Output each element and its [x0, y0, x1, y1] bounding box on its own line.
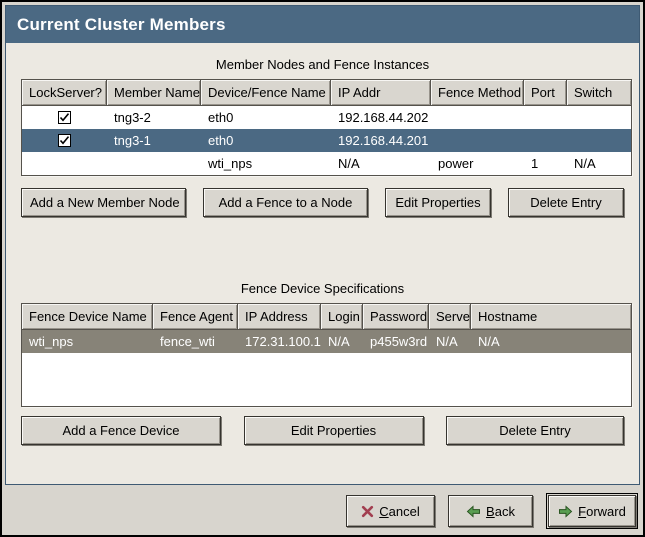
check-icon [59, 113, 70, 122]
column-header-lockserver[interactable]: LockServer? [22, 80, 107, 106]
cancel-label: Cancel [379, 503, 420, 519]
fence-table-header: Fence Device Name Fence Agent IP Address… [22, 304, 631, 330]
switch-cell: N/A [574, 156, 596, 171]
cancel-x-icon [361, 505, 374, 518]
forward-button[interactable]: Forward [548, 495, 636, 527]
lockserver-checkbox[interactable] [58, 134, 71, 147]
password-cell: p455w3rd [370, 334, 428, 349]
column-header-fence-device-name[interactable]: Fence Device Name [22, 304, 153, 330]
fence-device-actions: Add a Fence Device Edit Properties Delet… [21, 416, 624, 445]
lockserver-checkbox[interactable] [58, 111, 71, 124]
column-header-login[interactable]: Login [321, 304, 363, 330]
ip-addr-cell: 192.168.44.202 [338, 110, 429, 125]
column-header-password[interactable]: Password [363, 304, 429, 330]
member-table-caption: Member Nodes and Fence Instances [215, 57, 430, 72]
back-button[interactable]: Back [448, 495, 533, 527]
page-title: Current Cluster Members [6, 6, 639, 43]
fence-device-name-cell: wti_nps [29, 334, 74, 349]
member-name-cell: tng3-2 [114, 110, 151, 125]
column-header-port[interactable]: Port [524, 80, 567, 106]
port-cell: 1 [531, 156, 539, 171]
column-header-server[interactable]: Server [429, 304, 471, 330]
fence-method-cell [431, 106, 524, 129]
port-cell [524, 129, 567, 152]
login-cell: N/A [328, 334, 350, 349]
switch-cell [567, 129, 631, 152]
hostname-cell: N/A [478, 334, 500, 349]
cancel-button[interactable]: Cancel [346, 495, 435, 527]
column-header-hostname[interactable]: Hostname [471, 304, 631, 330]
column-header-member-name[interactable]: Member Name [107, 80, 201, 106]
fence-device-table: Fence Device Name Fence Agent IP Address… [21, 303, 632, 407]
fence-table-empty-area [22, 353, 631, 406]
fence-delete-entry-button[interactable]: Delete Entry [446, 416, 624, 445]
port-cell [524, 106, 567, 129]
default-button-ring: Forward [546, 493, 638, 529]
fence-table-caption: Fence Device Specifications [240, 281, 405, 296]
member-table-header: LockServer? Member Name Device/Fence Nam… [22, 80, 631, 106]
member-name-cell: tng3-1 [114, 133, 151, 148]
switch-cell [567, 106, 631, 129]
member-table-row[interactable]: wti_nps N/A power 1 N/A [22, 152, 631, 175]
main-panel: Current Cluster Members Member Nodes and… [5, 5, 640, 485]
member-delete-entry-button[interactable]: Delete Entry [508, 188, 624, 217]
device-fence-name-cell: eth0 [208, 133, 234, 148]
member-table-row-selected[interactable]: tng3-1 eth0 192.168.44.201 [22, 129, 631, 152]
add-fence-to-node-button[interactable]: Add a Fence to a Node [203, 188, 368, 217]
column-header-ip-address[interactable]: IP Address [238, 304, 321, 330]
ip-addr-cell: 192.168.44.201 [338, 133, 429, 148]
ip-addr-cell: N/A [338, 156, 360, 171]
fence-method-cell: power [438, 156, 474, 171]
member-edit-properties-button[interactable]: Edit Properties [385, 188, 491, 217]
ip-address-cell: 172.31.100.1 [245, 334, 321, 349]
server-cell: N/A [436, 334, 458, 349]
back-label: Back [486, 503, 515, 519]
fence-device-row-selected[interactable]: wti_nps fence_wti 172.31.100.1 N/A p455w… [22, 330, 631, 353]
check-icon [59, 136, 70, 145]
device-fence-name-cell: eth0 [208, 110, 234, 125]
back-arrow-icon [466, 504, 481, 518]
lockserver-cell [22, 152, 107, 175]
column-header-device-fence-name[interactable]: Device/Fence Name [201, 80, 331, 106]
add-member-node-button[interactable]: Add a New Member Node [21, 188, 186, 217]
member-table-row[interactable]: tng3-2 eth0 192.168.44.202 [22, 106, 631, 129]
fence-agent-cell: fence_wti [160, 334, 215, 349]
column-header-switch[interactable]: Switch [567, 80, 631, 106]
lockserver-cell [22, 129, 107, 152]
lockserver-cell [22, 106, 107, 129]
forward-arrow-icon [558, 504, 573, 518]
member-name-cell [107, 152, 201, 175]
wizard-nav-bar: Cancel Back Forward [5, 489, 640, 533]
column-header-fence-method[interactable]: Fence Method [431, 80, 524, 106]
column-header-ip-addr[interactable]: IP Addr [331, 80, 431, 106]
device-fence-name-cell: wti_nps [208, 156, 253, 171]
fence-edit-properties-button[interactable]: Edit Properties [243, 416, 424, 445]
member-actions: Add a New Member Node Add a Fence to a N… [21, 188, 624, 217]
column-header-fence-agent[interactable]: Fence Agent [153, 304, 238, 330]
forward-label: Forward [578, 503, 626, 519]
add-fence-device-button[interactable]: Add a Fence Device [21, 416, 221, 445]
member-table: LockServer? Member Name Device/Fence Nam… [21, 79, 632, 176]
fence-method-cell [431, 129, 524, 152]
